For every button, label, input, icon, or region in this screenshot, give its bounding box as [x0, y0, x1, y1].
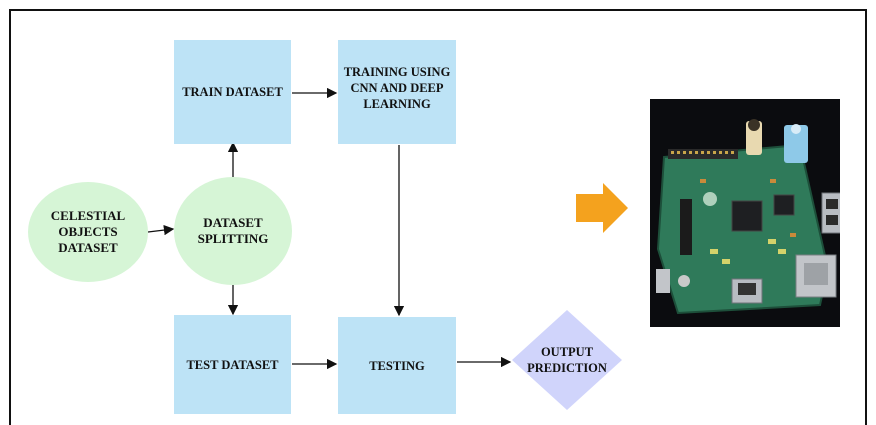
node-test-label: TEST DATASET	[186, 357, 279, 372]
node-train-dataset: TRAIN DATASET	[174, 40, 291, 144]
frame-left-border	[9, 9, 11, 425]
node-output-prediction: OUTPUT PREDICTION	[512, 310, 622, 410]
orange-arrow-icon	[576, 183, 628, 233]
arrow-celestial-to-splitting	[147, 224, 175, 236]
node-celestial-label: CELESTIAL OBJECTS DATASET	[50, 208, 126, 255]
node-train-label: TRAIN DATASET	[182, 85, 283, 99]
node-testing: TESTING	[338, 317, 456, 414]
raspberry-pi-board-photo	[650, 99, 840, 327]
node-celestial-objects-dataset: CELESTIAL OBJECTS DATASET	[28, 182, 148, 282]
node-dataset-splitting: DATASET SPLITTING	[174, 177, 292, 285]
node-training-cnn: TRAINING USING CNN AND DEEP LEARNING	[338, 40, 456, 144]
node-output-label: OUTPUT PREDICTION	[527, 345, 607, 375]
node-training-label: TRAINING USING CNN AND DEEP LEARNING	[343, 65, 451, 111]
node-testing-label: TESTING	[369, 358, 425, 373]
node-output-wrapper: OUTPUT PREDICTION	[512, 310, 622, 410]
frame-right-border	[865, 9, 867, 425]
raspberry-pi-board-illustration	[650, 99, 840, 327]
frame-top-border	[9, 9, 867, 11]
node-splitting-label: DATASET SPLITTING	[197, 215, 269, 246]
node-test-dataset: TEST DATASET	[174, 315, 291, 414]
